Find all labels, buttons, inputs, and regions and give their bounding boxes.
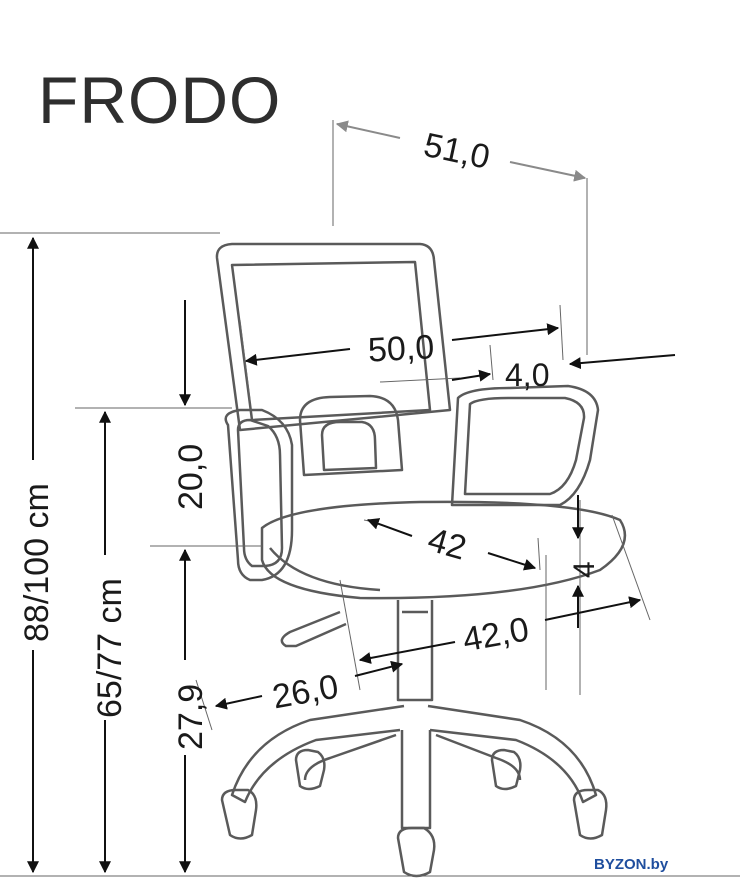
brand-watermark: BYZON.by [594,856,669,873]
label-seat-height-range: 65/77 cm [91,578,129,718]
label-total-height-range: 88/100 cm [18,483,56,642]
extension-lines [0,120,740,877]
label-seat-width: 42 [424,521,471,568]
label-back-width: 50,0 [367,328,435,369]
label-seat-depth: 42,0 [460,610,532,659]
label-seat-depth-total: 51,0 [420,126,493,177]
label-arm-height-gap: 26,0 [270,667,342,716]
label-backrest-height: 20,0 [172,444,210,510]
label-back-thickness: 4,0 [505,357,549,393]
product-title: FRODO [38,63,282,137]
label-seat-height-base: 27,9 [172,684,210,750]
label-seat-thickness: 4 [568,561,601,578]
dimension-arrows [27,120,676,874]
